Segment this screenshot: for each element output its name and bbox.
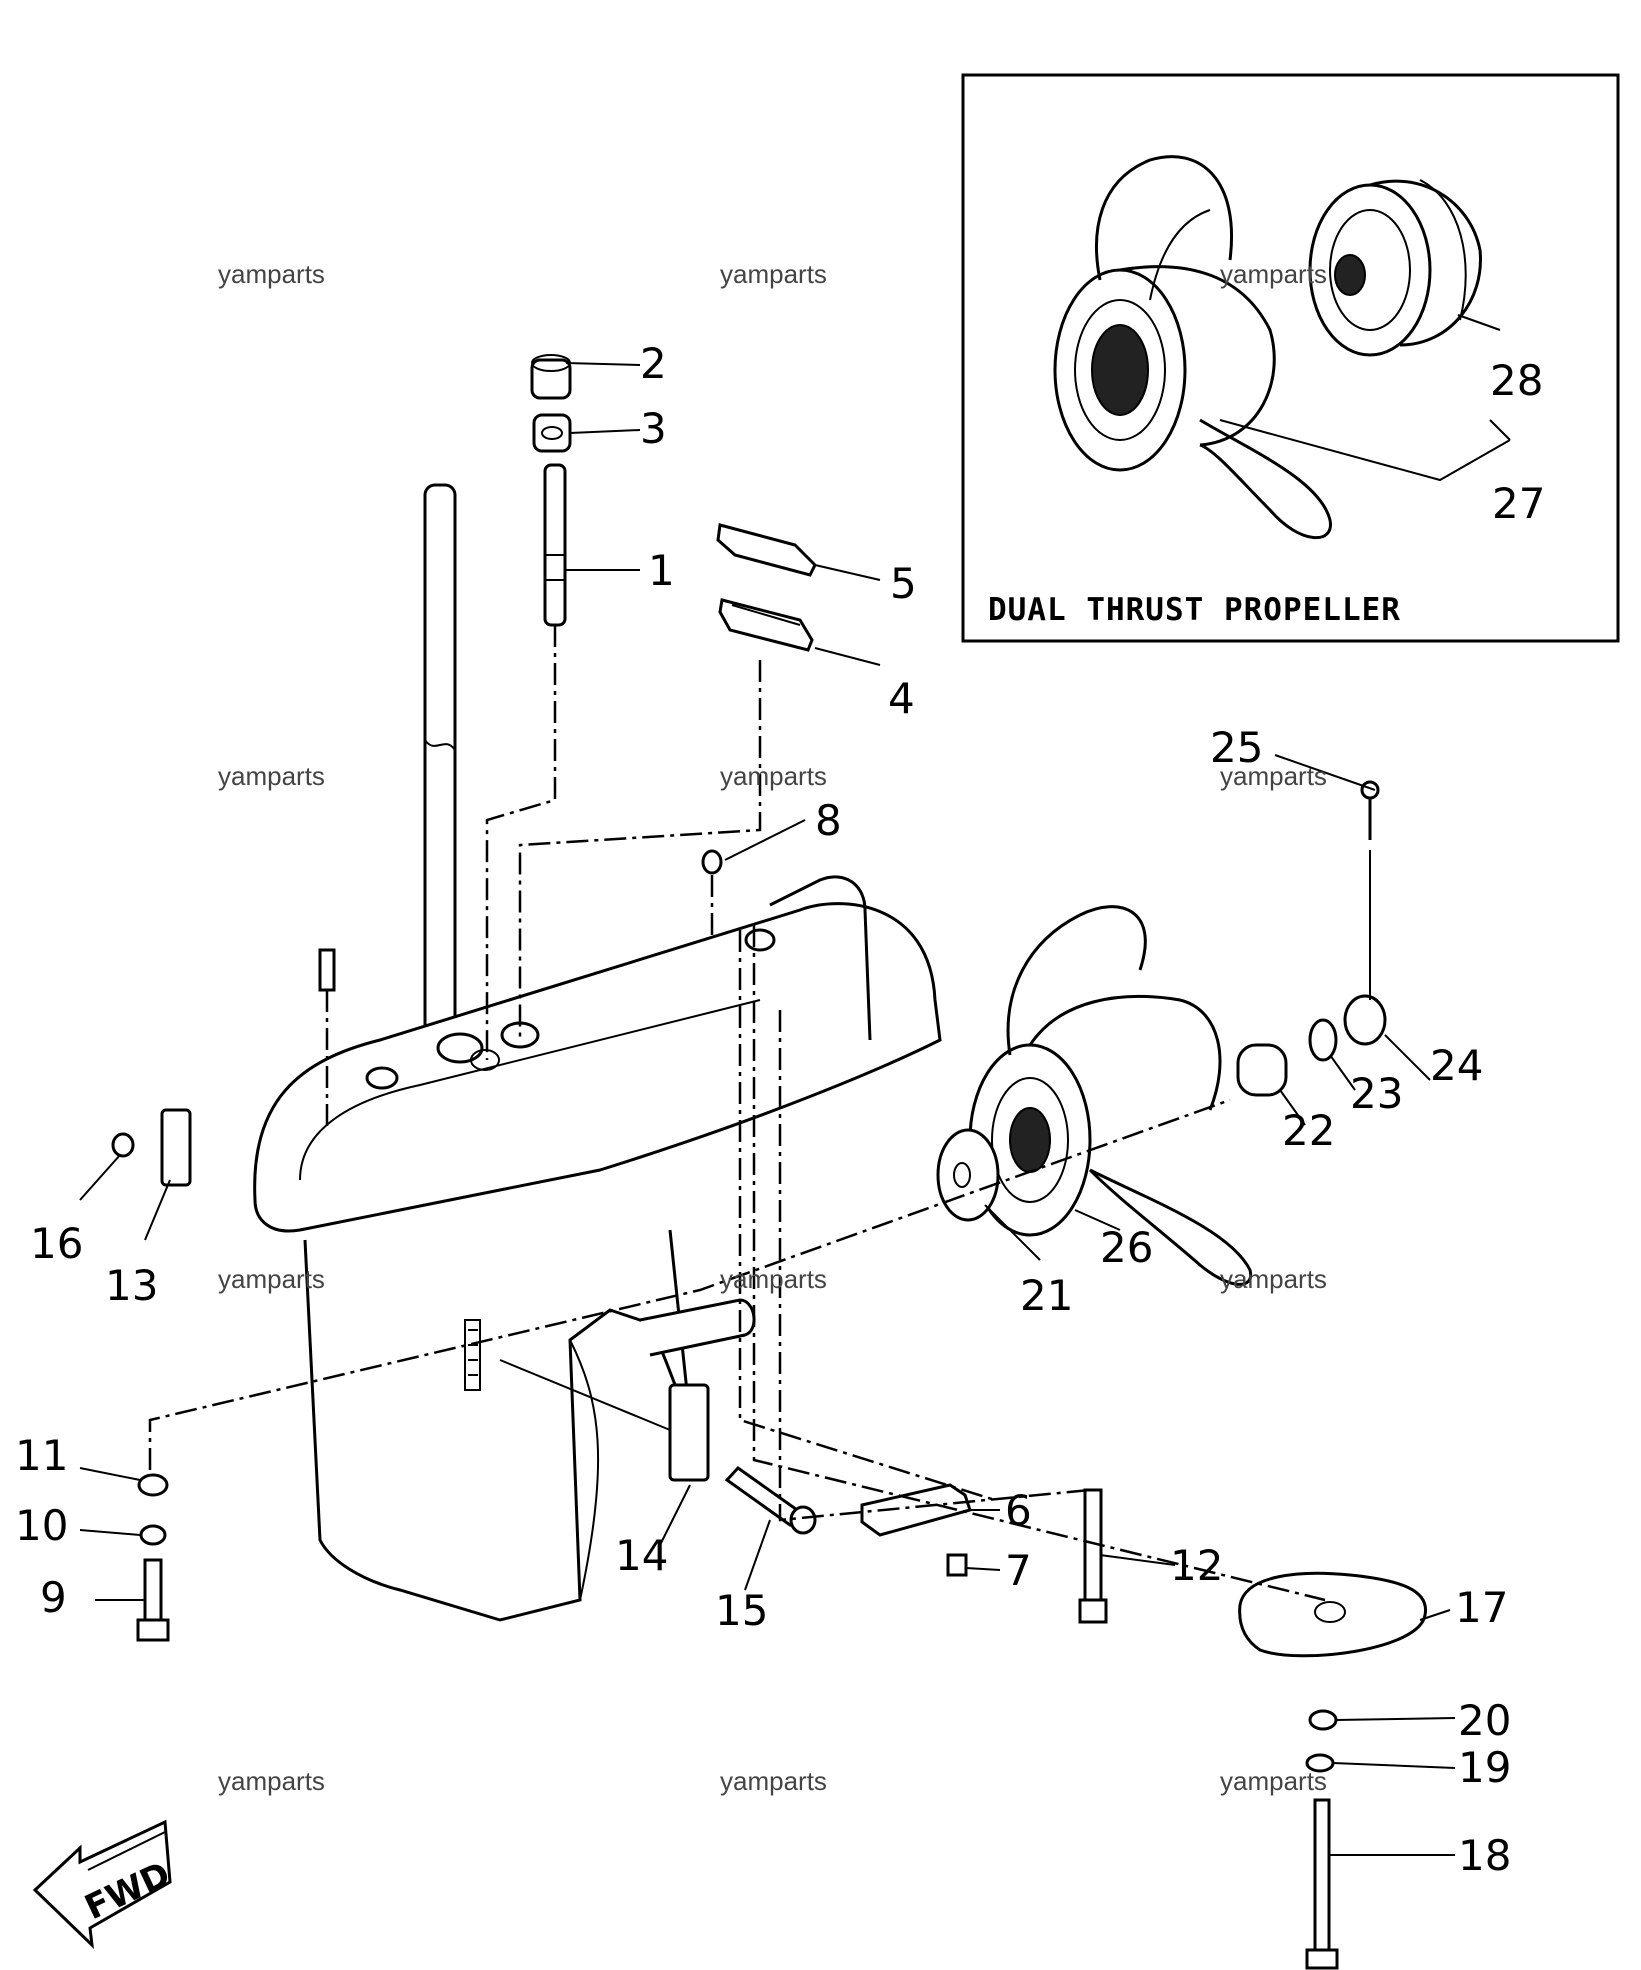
callout-3: 3 — [640, 404, 667, 453]
bolt-part-7 — [946, 1553, 968, 1577]
bolt-part-9 — [143, 1558, 163, 1622]
inset-frame — [961, 73, 1620, 643]
rubber-seal-part-4 — [718, 598, 814, 652]
watermark: yamparts — [1220, 1264, 1327, 1294]
watermark: yamparts — [218, 259, 325, 289]
callout-18: 18 — [1458, 1831, 1511, 1880]
callout-5: 5 — [890, 559, 917, 608]
watermark: yamparts — [1220, 761, 1327, 791]
callout-17: 17 — [1455, 1583, 1508, 1632]
callout-21: 21 — [1020, 1271, 1073, 1320]
propeller-part-26 — [968, 905, 1253, 1286]
watermark: yamparts — [218, 1766, 325, 1796]
washer-part-10 — [139, 1524, 167, 1546]
watermark: yamparts — [720, 1766, 827, 1796]
inset-label-28: 28 — [1490, 356, 1543, 405]
watermark: yamparts — [1220, 1766, 1327, 1796]
callout-13: 13 — [105, 1261, 158, 1310]
lower-unit-drawing — [111, 354, 1428, 1970]
water-inlet-grille — [464, 1319, 481, 1391]
nut-part-24 — [1343, 994, 1387, 1046]
inset-title: DUAL THRUST PROPELLER — [988, 592, 1401, 628]
callout-12: 12 — [1170, 1541, 1223, 1590]
screw-part-16 — [111, 1132, 135, 1158]
callout-22: 22 — [1282, 1106, 1335, 1155]
grommet-part-3 — [532, 413, 572, 453]
dual-thrust-propeller-inset: 28 27 DUAL THRUST PROPELLER — [961, 73, 1620, 643]
leader-lines — [79, 362, 1456, 1856]
bolt-part-18 — [1313, 1798, 1331, 1952]
callout-4: 4 — [888, 674, 915, 723]
callout-14: 14 — [615, 1531, 668, 1580]
callout-8: 8 — [815, 796, 842, 845]
callout-6: 6 — [1005, 1486, 1032, 1535]
callout-25: 25 — [1210, 723, 1263, 772]
callout-20: 20 — [1458, 1696, 1511, 1745]
watermark: yamparts — [720, 259, 827, 289]
spacer-part-21 — [936, 1128, 1000, 1222]
callout-23: 23 — [1350, 1069, 1403, 1118]
callout-7: 7 — [1005, 1546, 1032, 1595]
anode-part-14 — [668, 1383, 710, 1482]
callout-26: 26 — [1100, 1223, 1153, 1272]
washer-part-23 — [1308, 1018, 1338, 1062]
spacer-part-22 — [1236, 1043, 1288, 1097]
trim-tab-part-17 — [1238, 1571, 1428, 1658]
washer-part-20 — [1308, 1709, 1338, 1731]
callout-10: 10 — [15, 1501, 68, 1550]
watermark: yamparts — [218, 761, 325, 791]
watermark: yamparts — [218, 1264, 325, 1294]
watermark: yamparts — [1220, 259, 1327, 289]
callout-15: 15 — [715, 1586, 768, 1635]
bolt-part-15 — [724, 1466, 803, 1528]
gear-case-anti-cavitation-plate — [253, 902, 942, 1233]
fwd-arrow: FWD — [32, 1819, 176, 1949]
rubber-seal-part-5 — [716, 523, 817, 577]
part-callouts: 2 3 1 5 4 8 25 24 23 22 26 21 16 13 11 1… — [15, 339, 1511, 1880]
propeller-shaft-end — [639, 1298, 756, 1357]
o-ring-part-8 — [701, 849, 723, 875]
drive-shaft — [423, 483, 457, 1047]
callout-9: 9 — [40, 1573, 67, 1622]
watermarks: yamparts yamparts yamparts yamparts yamp… — [218, 259, 1327, 1796]
inset-propeller-drawing — [1053, 155, 1511, 540]
callout-16: 16 — [30, 1219, 83, 1268]
anode-part-13 — [160, 1108, 192, 1187]
bushing-part-2 — [530, 358, 572, 400]
callout-19: 19 — [1458, 1743, 1511, 1792]
callout-2: 2 — [640, 339, 667, 388]
watermark: yamparts — [720, 761, 827, 791]
watermark: yamparts — [720, 1264, 827, 1294]
inset-label-27: 27 — [1492, 479, 1545, 528]
nut-part-11 — [137, 1473, 169, 1497]
callout-1: 1 — [648, 546, 675, 595]
shift-rod — [543, 463, 567, 627]
callout-24: 24 — [1430, 1041, 1483, 1090]
callout-11: 11 — [15, 1431, 68, 1480]
